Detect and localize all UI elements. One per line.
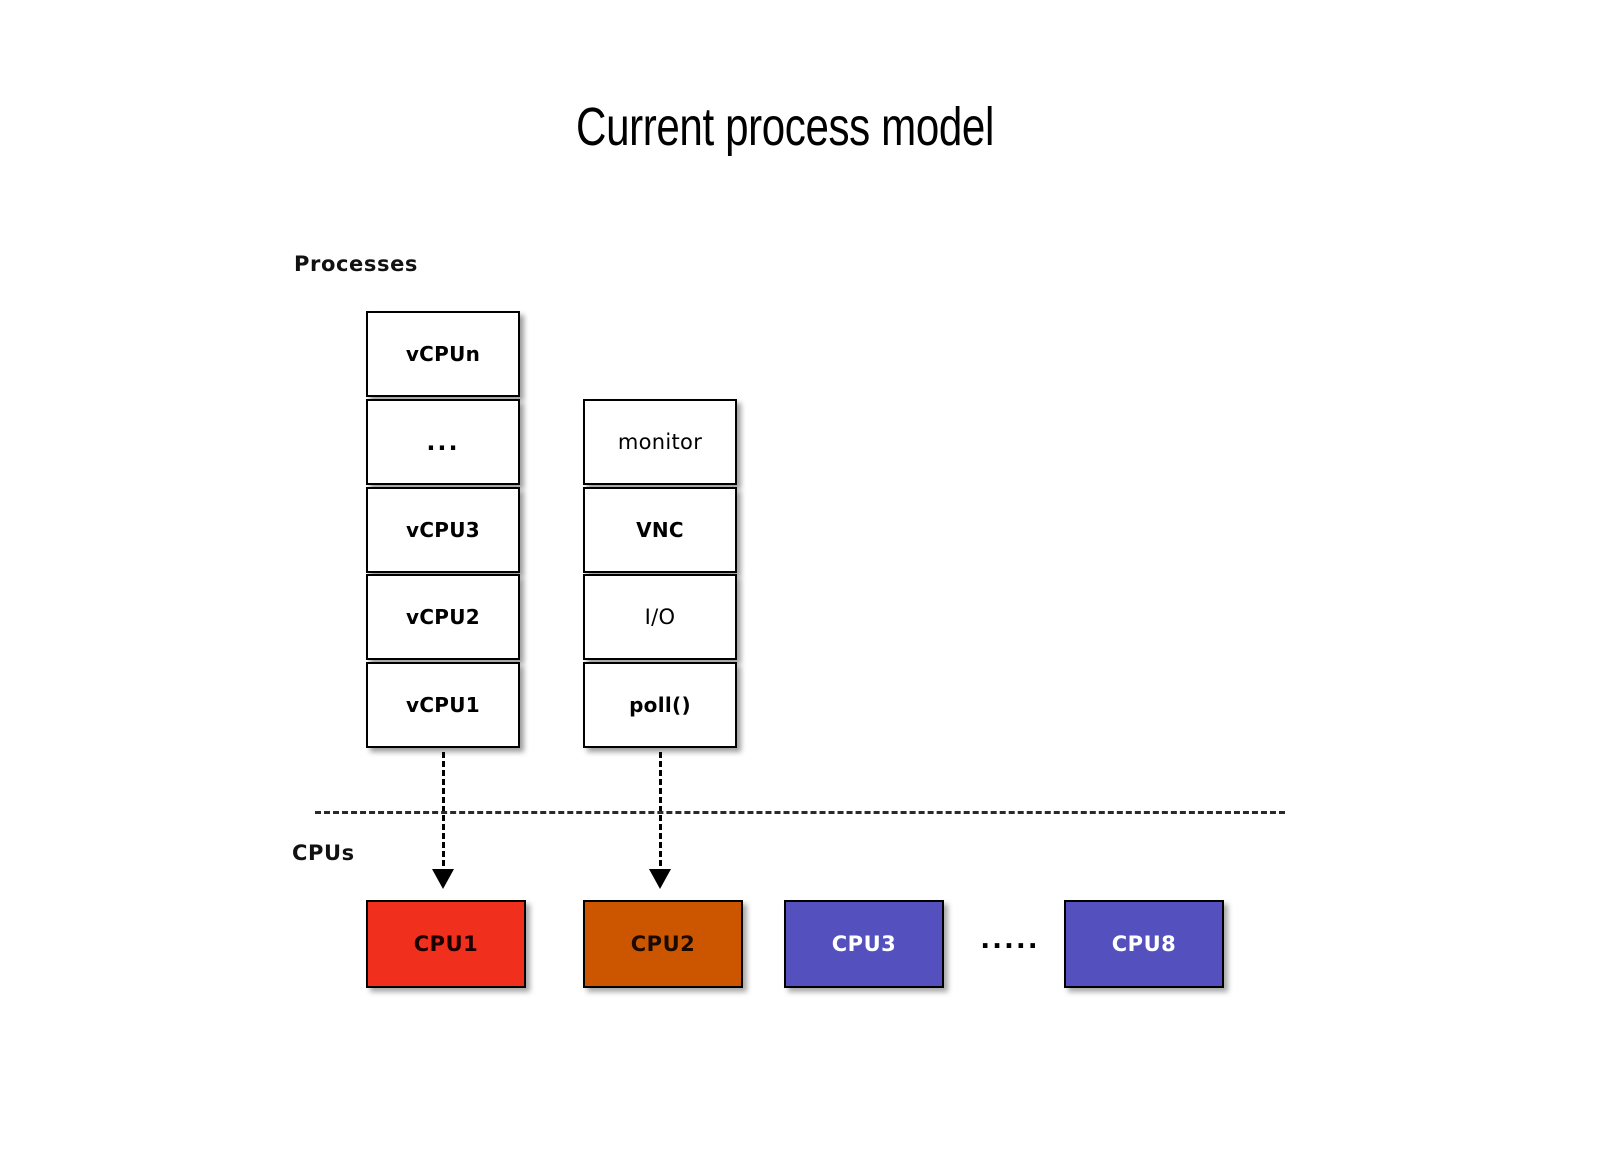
cpu-range-ellipsis: ..... (980, 925, 1040, 955)
process-box-monitor[interactable]: monitor (583, 399, 737, 485)
process-box-vcpu3[interactable]: vCPU3 (366, 487, 520, 573)
process-box-vcpu1[interactable]: vCPU1 (366, 662, 520, 748)
process-box-vnc[interactable]: VNC (583, 487, 737, 573)
process-box-vcpu2[interactable]: vCPU2 (366, 574, 520, 660)
process-box-poll[interactable]: poll() (583, 662, 737, 748)
cpu-box-cpu8[interactable]: CPU8 (1064, 900, 1224, 988)
processes-cpus-divider (315, 811, 1285, 814)
cpu-box-cpu2[interactable]: CPU2 (583, 900, 743, 988)
arrow-poll-to-cpu2-stem (659, 752, 662, 884)
process-box-vcpun[interactable]: vCPUn (366, 311, 520, 397)
process-box-io[interactable]: I/O (583, 574, 737, 660)
page-title: Current process model (576, 97, 994, 157)
cpu-box-cpu3[interactable]: CPU3 (784, 900, 944, 988)
process-box-ellipsis[interactable]: ... (366, 399, 520, 485)
cpu-box-cpu1[interactable]: CPU1 (366, 900, 526, 988)
arrow-vcpu1-to-cpu1-head-icon (432, 869, 454, 889)
arrow-vcpu1-to-cpu1-stem (442, 752, 445, 884)
processes-section-label: Processes (294, 252, 419, 276)
arrow-poll-to-cpu2-head-icon (649, 869, 671, 889)
cpus-section-label: CPUs (292, 841, 355, 865)
